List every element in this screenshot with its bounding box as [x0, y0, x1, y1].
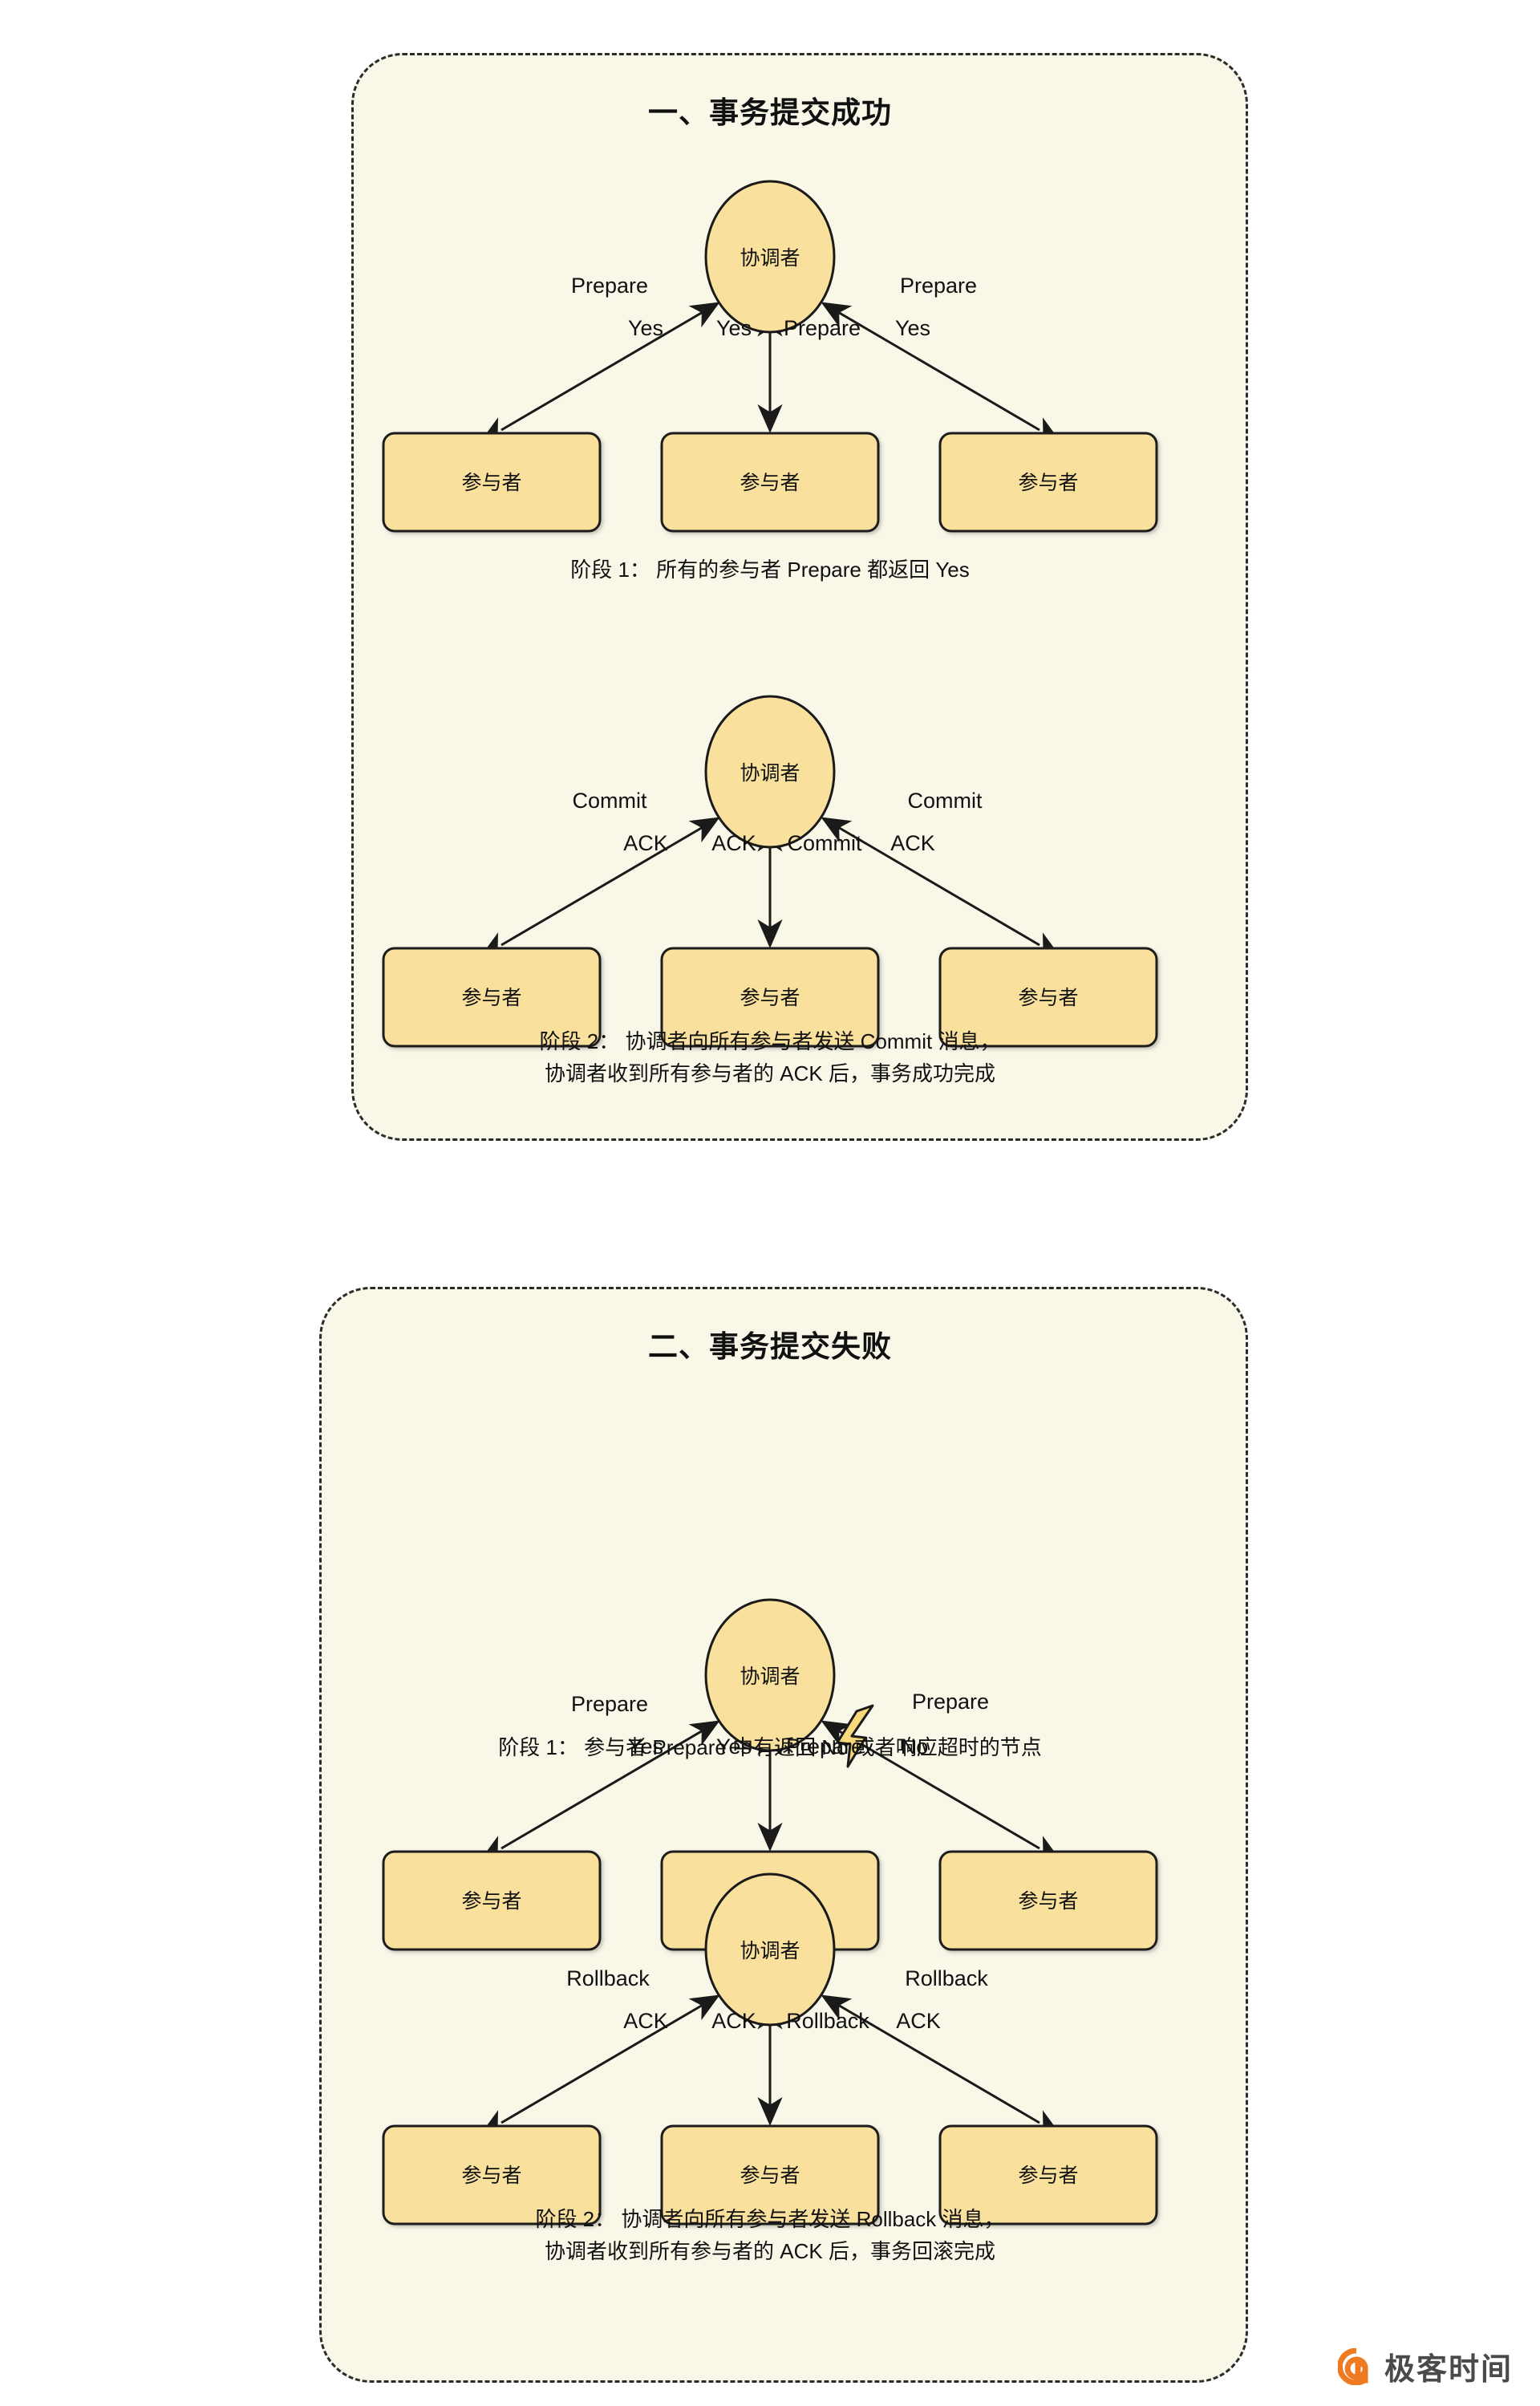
- edge-label-left-outer: Commit: [573, 789, 647, 813]
- participant-label: 参与者: [461, 472, 521, 494]
- edge-left-success-p2: [479, 817, 720, 958]
- coordinator-node: [704, 180, 836, 334]
- stage-success-phase-2: 协调者 参与者 参与者 参与者 Commit ACK ACK Commit AC…: [0, 684, 1540, 1048]
- edge-label-right-inner: No: [901, 1735, 929, 1759]
- edge-left-success-p1: [479, 302, 720, 443]
- edge-label-left-inner: ACK: [623, 831, 668, 855]
- coordinator-label: 协调者: [740, 1940, 800, 1962]
- participant-label: 参与者: [461, 987, 521, 1009]
- edge-label-center-right: Commit: [788, 831, 862, 855]
- participant-label: 参与者: [461, 1890, 521, 1913]
- watermark-text: 极客时间: [1384, 2353, 1513, 2387]
- edge-label-left-inner: Yes: [628, 1735, 663, 1759]
- participant-label: 参与者: [1018, 987, 1078, 1009]
- watermark: 极客时间: [1337, 2344, 1513, 2388]
- edge-label-center-right: Prepare: [784, 316, 861, 340]
- participant-box: [660, 432, 880, 533]
- edge-right-success-p1: [821, 302, 1062, 443]
- participant-box: [938, 2124, 1158, 2225]
- participant-box: [938, 1850, 1158, 1951]
- edge-label-right-outer: Prepare: [900, 274, 977, 298]
- edge-label-center-left: ACK: [711, 831, 756, 855]
- participant-box: [938, 432, 1158, 533]
- participant-label: 参与者: [740, 987, 800, 1009]
- geektime-logo-icon: [1337, 2347, 1368, 2385]
- edge-label-right-outer: Commit: [908, 789, 983, 813]
- edge-label-center-right: Prepare: [786, 1735, 863, 1759]
- edge-label-right-outer: Rollback: [905, 1966, 988, 1990]
- edge-label-center-left: Yes: [716, 1735, 752, 1759]
- coordinator-label: 协调者: [740, 1666, 800, 1688]
- panel-success-title: 一、事务提交成功: [648, 96, 892, 129]
- caption-failure-phase-2: 阶段 2： 协调者向所有参与者发送 Rollback 消息， 协调者收到所有参与…: [535, 2207, 1005, 2263]
- participant-label: 参与者: [1018, 1890, 1078, 1913]
- edge-right-success-p2: [821, 817, 1062, 958]
- edge-label-left-inner: ACK: [623, 2009, 668, 2033]
- participant-box: [660, 2124, 880, 2225]
- participant-box: [382, 432, 602, 533]
- participant-box: [382, 947, 602, 1048]
- edge-left-failure-p1: [479, 1720, 720, 1861]
- panel-failure-title: 二、事务提交失败: [648, 1330, 892, 1363]
- participant-box: [382, 2124, 602, 2225]
- participant-label: 参与者: [740, 2165, 800, 2187]
- edge-label-left-inner: Yes: [628, 316, 663, 340]
- participant-box: [938, 947, 1158, 1048]
- coordinator-node: [704, 1872, 836, 2027]
- coordinator-label: 协调者: [740, 762, 800, 785]
- edge-label-right-inner: ACK: [896, 2009, 941, 2033]
- coordinator-node: [704, 695, 836, 849]
- edge-label-left-outer: Rollback: [566, 1966, 650, 1990]
- stage-failure-phase-2: 协调者 参与者 参与者 参与者 Rollback ACK ACK Rollbac…: [0, 1861, 1540, 2225]
- edge-label-right-outer: Prepare: [912, 1690, 989, 1714]
- edge-label-center-right: Rollback: [786, 2009, 869, 2033]
- edge-label-center-left: ACK: [711, 2009, 756, 2033]
- coordinator-label: 协调者: [740, 247, 800, 270]
- edge-label-right-inner: Yes: [895, 316, 930, 340]
- participant-label: 参与者: [1018, 472, 1078, 494]
- edge-left-failure-p2: [479, 1994, 720, 2136]
- caption-success-phase-2: 阶段 2： 协调者向所有参与者发送 Commit 消息， 协调者收到所有参与者的…: [539, 1029, 1001, 1085]
- stage-success-phase-1: 协调者 参与者 参与者 参与者 Prepare Yes Yes Prepare …: [0, 168, 1540, 533]
- participant-label: 参与者: [461, 2165, 521, 2187]
- lightning-bolt-icon: [836, 1704, 874, 1768]
- edge-label-left-outer: Prepare: [571, 1692, 648, 1716]
- caption-failure-phase-1: 阶段 1： 参与者 Prepare 中有返回 No 或者响应超时的节点: [498, 1735, 1042, 1759]
- participant-box: [382, 1850, 602, 1951]
- participant-label: 参与者: [1018, 2165, 1078, 2187]
- edge-right-failure-p2: [821, 1994, 1062, 2136]
- caption-success-phase-1: 阶段 1： 所有的参与者 Prepare 都返回 Yes: [570, 558, 970, 582]
- coordinator-node: [704, 1598, 836, 1752]
- edge-label-left-outer: Prepare: [571, 274, 648, 298]
- edge-label-center-left: Yes: [716, 316, 752, 340]
- participant-label: 参与者: [740, 472, 800, 494]
- participant-box: [660, 947, 880, 1048]
- edge-label-right-inner: ACK: [890, 831, 935, 855]
